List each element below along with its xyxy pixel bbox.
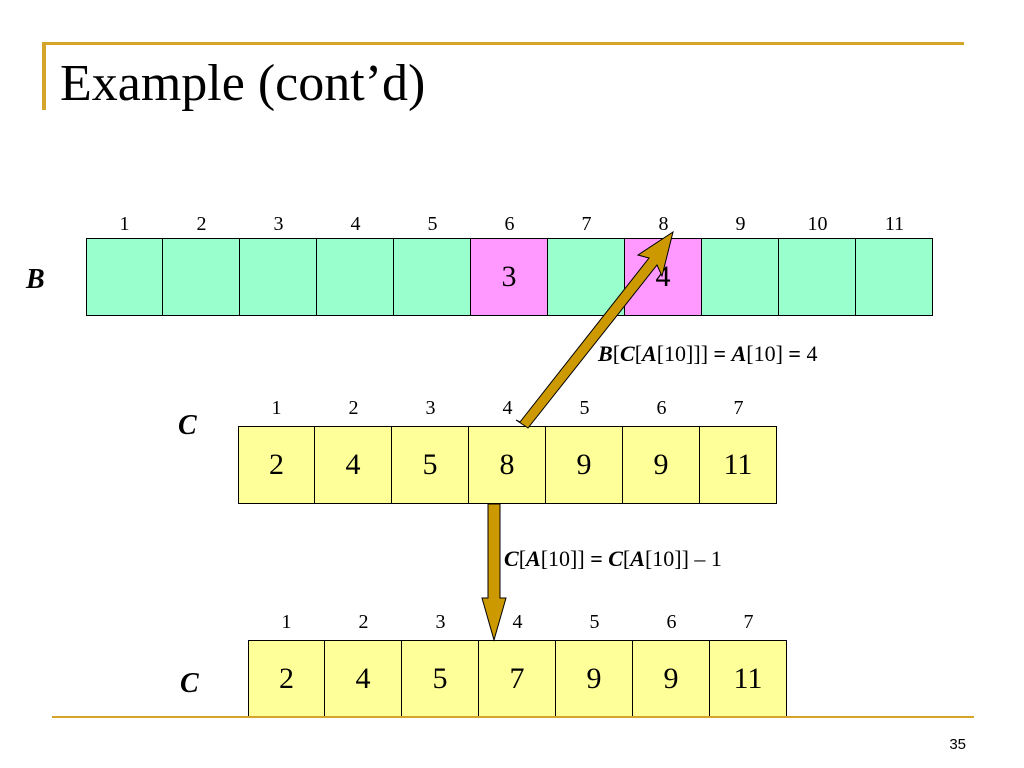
array-b-label: B bbox=[26, 264, 45, 295]
array-c-after-cell: 9 bbox=[556, 640, 633, 718]
array-b-cell bbox=[394, 238, 471, 316]
array-c-before-cell: 9 bbox=[623, 426, 700, 504]
page-number: 35 bbox=[949, 736, 966, 753]
array-b-index: 2 bbox=[196, 213, 207, 235]
array-b-cell bbox=[779, 238, 856, 316]
array-b-cell bbox=[548, 238, 625, 316]
formula-text: [ bbox=[612, 341, 621, 366]
array-b-cell bbox=[240, 238, 317, 316]
array-c-before-index: 3 bbox=[425, 397, 436, 419]
array-c-before-index: 1 bbox=[271, 397, 282, 419]
array-b-cell: 3 bbox=[471, 238, 548, 316]
array-c-before-cell: 4 bbox=[315, 426, 392, 504]
array-c-after-index: 3 bbox=[435, 611, 446, 633]
array-c-after-index: 2 bbox=[358, 611, 369, 633]
footer-rule bbox=[52, 716, 974, 718]
array-b-cell bbox=[702, 238, 779, 316]
title-rule-vertical bbox=[42, 42, 46, 110]
array-c-after-index: 5 bbox=[589, 611, 600, 633]
formula-text: [ bbox=[634, 341, 643, 366]
array-c-before-index: 2 bbox=[348, 397, 359, 419]
array-c-after-cell: 11 bbox=[710, 640, 787, 718]
array-c-after-index: 4 bbox=[512, 611, 523, 633]
array-b-index: 11 bbox=[884, 213, 905, 235]
array-b-index: 8 bbox=[658, 213, 669, 235]
formula-b-assignment: B[C[A[10]]] = A[10] = 4 bbox=[598, 341, 817, 367]
array-c-after-cell: 5 bbox=[402, 640, 479, 718]
array-c-before-cell: 11 bbox=[700, 426, 777, 504]
array-c-after-index: 1 bbox=[281, 611, 292, 633]
array-b-indices: 1 2 3 4 5 6 7 8 9 10 11 bbox=[86, 212, 933, 236]
array-b-index: 7 bbox=[581, 213, 592, 235]
formula-text: 4 bbox=[800, 341, 818, 366]
formula-text: [10] bbox=[746, 341, 789, 366]
array-c-before-cell: 5 bbox=[392, 426, 469, 504]
formula-text: [10]]] bbox=[656, 341, 714, 366]
array-c-before-index: 6 bbox=[656, 397, 667, 419]
array-b-cell bbox=[317, 238, 394, 316]
arrow-c-to-b bbox=[515, 230, 674, 429]
array-b-cell bbox=[163, 238, 240, 316]
formula-b-symbol: B bbox=[598, 341, 613, 366]
array-c-after-cell: 9 bbox=[633, 640, 710, 718]
array-c-after-index: 7 bbox=[743, 611, 754, 633]
formula-a-symbol: A bbox=[642, 341, 657, 366]
array-c-before-label: C bbox=[178, 410, 197, 441]
array-b-cell bbox=[856, 238, 933, 316]
formula-equals: = bbox=[590, 546, 603, 571]
array-c-after-cell: 7 bbox=[479, 640, 556, 718]
array-c-before-cell: 9 bbox=[546, 426, 623, 504]
array-c-after-cell: 4 bbox=[325, 640, 402, 718]
formula-text: [ bbox=[622, 546, 631, 571]
array-c-before-indices: 1 2 3 4 5 6 7 bbox=[238, 396, 777, 420]
arrow-c-to-c bbox=[481, 503, 507, 642]
formula-equals: = bbox=[713, 341, 727, 366]
array-b-index: 10 bbox=[807, 213, 828, 235]
array-b-index: 4 bbox=[350, 213, 361, 235]
formula-c-decrement: C[A[10]] = C[A[10]] – 1 bbox=[504, 546, 722, 572]
formula-c-symbol: C bbox=[504, 546, 519, 571]
formula-text: [10]] – 1 bbox=[644, 546, 722, 571]
array-b-index: 6 bbox=[504, 213, 515, 235]
formula-a-symbol: A bbox=[731, 341, 747, 366]
array-c-after-index: 6 bbox=[666, 611, 677, 633]
array-c-before-index: 4 bbox=[502, 397, 513, 419]
array-c-before-cell: 2 bbox=[238, 426, 315, 504]
formula-equals: = bbox=[788, 341, 801, 366]
formula-text: [ bbox=[518, 546, 527, 571]
title-rule-horizontal bbox=[42, 42, 964, 45]
array-c-after-cell: 2 bbox=[248, 640, 325, 718]
slide-title: Example (cont’d) bbox=[60, 55, 426, 112]
formula-c-symbol: C bbox=[608, 546, 623, 571]
formula-a-symbol: A bbox=[630, 546, 645, 571]
array-c-before-index: 7 bbox=[733, 397, 744, 419]
array-b-index: 5 bbox=[427, 213, 438, 235]
array-b-cell bbox=[86, 238, 163, 316]
array-b-index: 9 bbox=[735, 213, 746, 235]
array-c-after-indices: 1 2 3 4 5 6 7 bbox=[248, 610, 787, 634]
formula-a-symbol: A bbox=[526, 546, 541, 571]
array-c-before-cell: 8 bbox=[469, 426, 546, 504]
array-c-after-label: C bbox=[180, 668, 199, 699]
formula-text: [10]] bbox=[540, 546, 591, 571]
formula-c-symbol: C bbox=[620, 341, 635, 366]
array-b-index: 1 bbox=[119, 213, 130, 235]
array-c-before-index: 5 bbox=[579, 397, 590, 419]
array-b-index: 3 bbox=[273, 213, 284, 235]
